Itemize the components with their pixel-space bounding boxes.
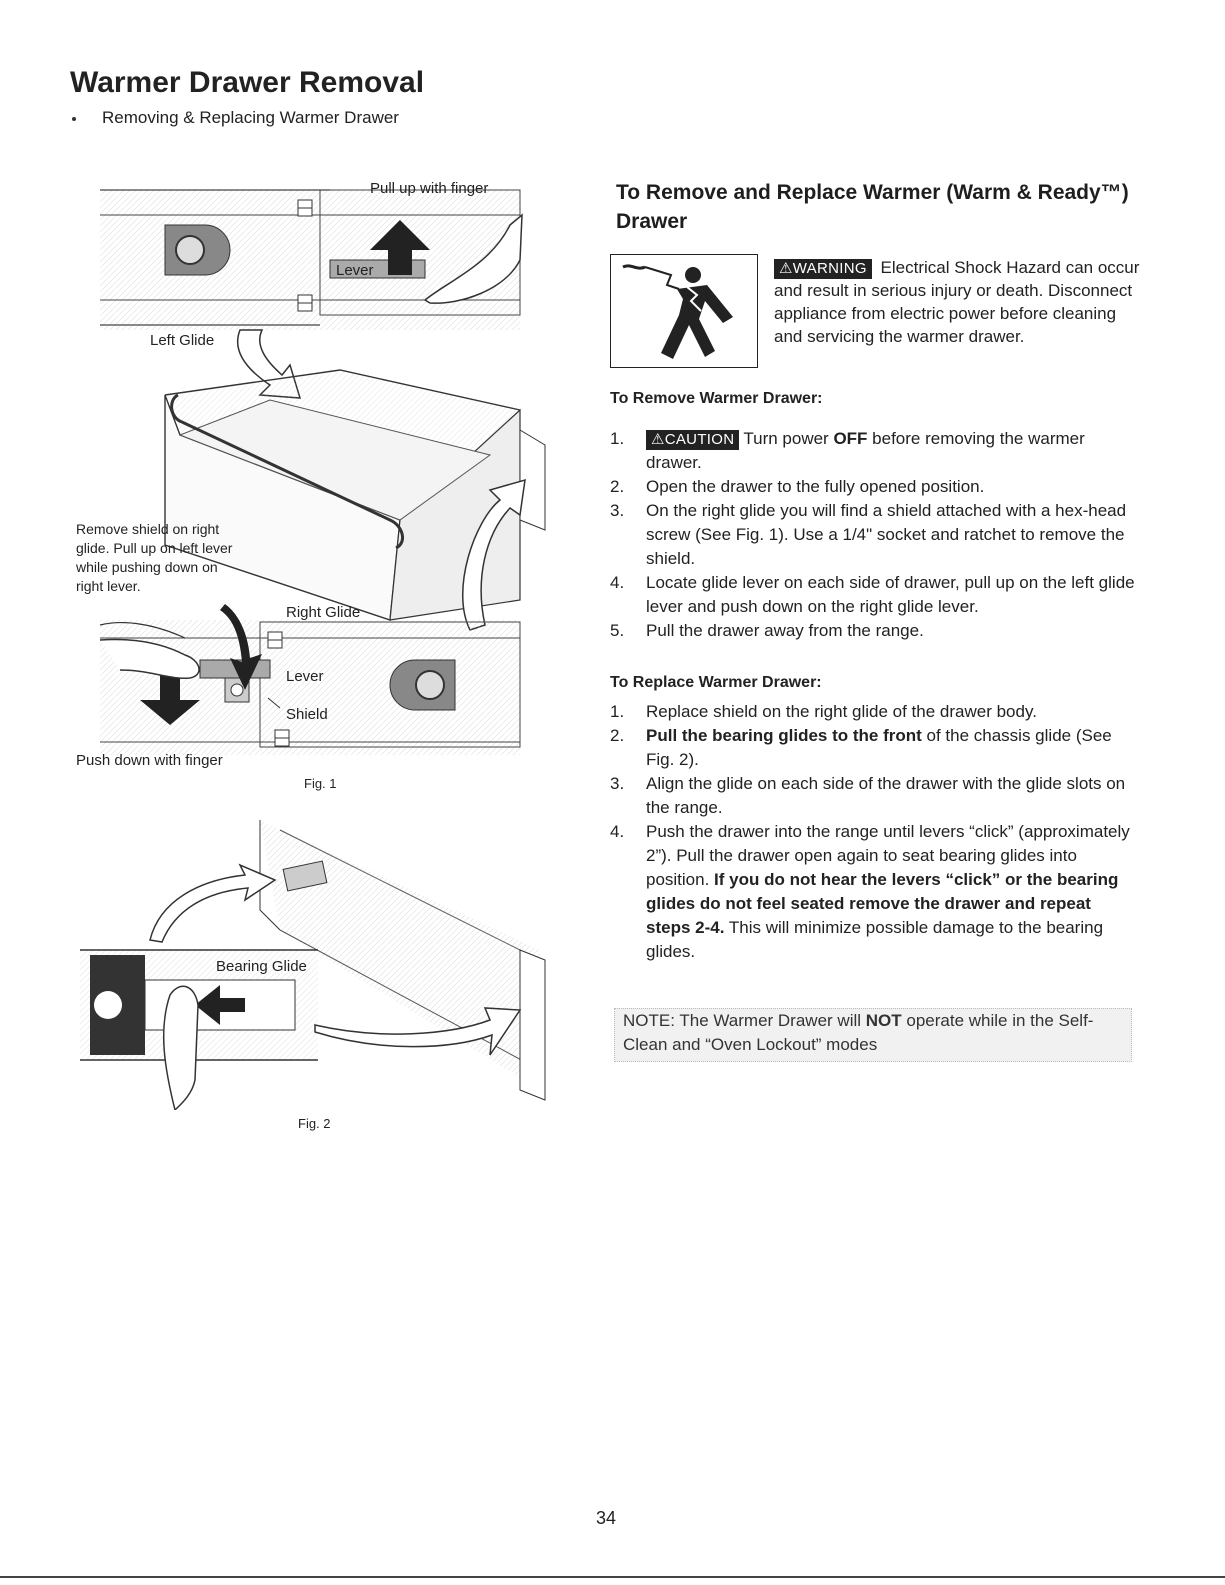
instruction-line: Remove shield on right bbox=[76, 521, 220, 537]
caution-badge: ⚠CAUTION bbox=[646, 430, 740, 450]
list-item: 3.On the right glide you will find a shi… bbox=[610, 501, 1127, 568]
fig2-caption: Fig. 2 bbox=[298, 1116, 331, 1131]
list-item: 4.Locate glide lever on each side of dra… bbox=[610, 573, 1135, 616]
warning-badge: ⚠WARNING bbox=[774, 259, 872, 279]
mode-note: NOTE: The Warmer Drawer will NOT operate… bbox=[614, 1008, 1132, 1062]
instruction-line: glide. Pull up on left lever bbox=[76, 540, 233, 556]
replace-steps: 1.Replace shield on the right glide of t… bbox=[610, 700, 1135, 964]
list-item: 4.Push the drawer into the range until l… bbox=[610, 822, 1130, 961]
fig1-illustration bbox=[99, 189, 546, 755]
page-number: 34 bbox=[596, 1508, 617, 1528]
label-push-down: Push down with finger bbox=[76, 752, 223, 769]
list-item: 5.Pull the drawer away from the range. bbox=[610, 621, 924, 640]
instruction-line: while pushing down on bbox=[76, 559, 218, 575]
label-lever-bottom: Lever bbox=[286, 668, 324, 685]
list-item: 3.Align the glide on each side of the dr… bbox=[610, 774, 1126, 817]
label-left-glide: Left Glide bbox=[150, 332, 215, 349]
warning-message: ⚠WARNING Electrical Shock Hazard can occ… bbox=[774, 256, 1144, 348]
label-right-glide: Right Glide bbox=[286, 604, 361, 621]
subtitle-text: Removing & Replacing Warmer Drawer bbox=[102, 108, 399, 127]
page-subtitle: Removing & Replacing Warmer Drawer bbox=[72, 108, 399, 128]
label-lever-top: Lever bbox=[336, 262, 374, 279]
electric-shock-icon bbox=[622, 264, 733, 359]
bottom-divider bbox=[0, 1576, 1225, 1578]
page-title: Warmer Drawer Removal bbox=[70, 66, 425, 99]
list-item: 1.Replace shield on the right glide of t… bbox=[610, 702, 1037, 721]
label-shield: Shield bbox=[286, 706, 328, 723]
label-pull-up: Pull up with finger bbox=[370, 180, 489, 197]
list-item: 2.Pull the bearing glides to the front o… bbox=[610, 726, 1112, 769]
list-item: 2.Open the drawer to the fully opened po… bbox=[610, 477, 985, 496]
warning-text: Electrical Shock Hazard can occur and re… bbox=[774, 258, 1140, 346]
fig2-illustration bbox=[80, 820, 546, 1110]
replace-heading: To Replace Warmer Drawer: bbox=[610, 674, 822, 691]
instruction-line: right lever. bbox=[76, 578, 141, 594]
shock-hazard-icon bbox=[610, 254, 758, 368]
label-bearing-glide: Bearing Glide bbox=[216, 958, 307, 975]
section-heading: To Remove and Replace Warmer (Warm & Rea… bbox=[616, 181, 1129, 233]
fig1-caption: Fig. 1 bbox=[304, 776, 337, 791]
bullet-icon bbox=[72, 116, 76, 121]
fig1-instruction: Remove shield on right glide. Pull up on… bbox=[76, 520, 232, 596]
remove-heading: To Remove Warmer Drawer: bbox=[610, 390, 823, 407]
